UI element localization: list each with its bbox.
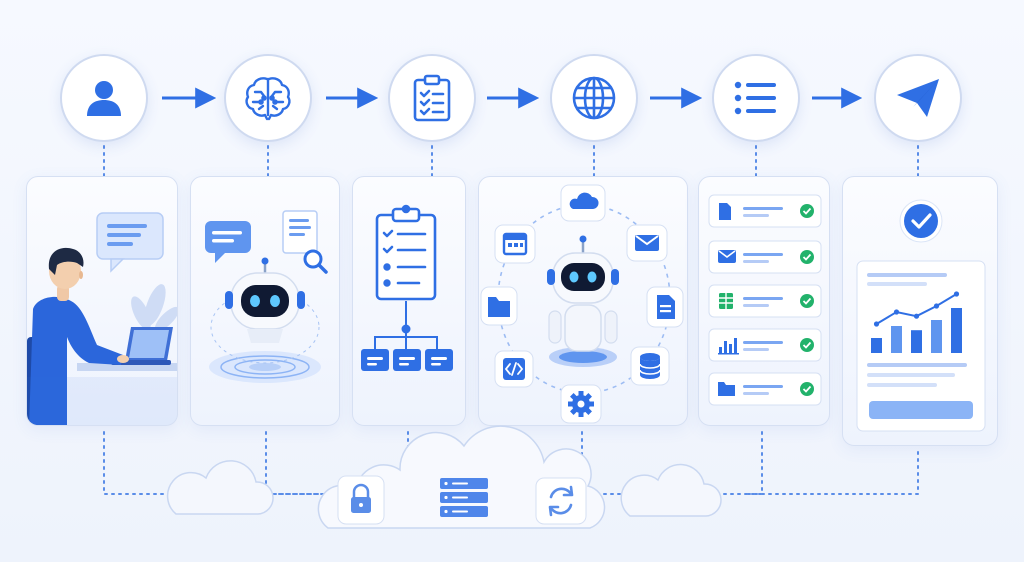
step-circle-web[interactable] xyxy=(550,54,638,142)
paper-plane-icon xyxy=(897,79,939,117)
cloud-icon-right xyxy=(620,463,722,517)
result-item-chart xyxy=(708,328,822,362)
desk xyxy=(77,363,177,371)
clipboard-checklist-icon xyxy=(413,74,451,122)
panel-tools-hub xyxy=(478,176,688,426)
tools-hub-illustration xyxy=(480,184,684,424)
globe-icon xyxy=(572,76,616,120)
plant-decoration xyxy=(131,284,177,332)
folder-icon xyxy=(488,297,510,317)
bottom-dotted-path-right xyxy=(747,451,919,495)
panel-results xyxy=(698,176,830,426)
success-check-icon xyxy=(899,199,943,243)
result-item-document xyxy=(708,194,822,228)
hologram-platform xyxy=(209,290,321,383)
tool-tile-database xyxy=(630,346,670,386)
step-circle-user[interactable] xyxy=(60,54,148,142)
result-item-folder xyxy=(708,372,822,406)
tool-tile-calendar xyxy=(494,224,536,264)
step-circle-deliver[interactable] xyxy=(874,54,962,142)
results-list-illustration xyxy=(708,194,822,406)
robot-icon xyxy=(225,257,305,343)
step-circle-results[interactable] xyxy=(712,54,800,142)
lock-icon xyxy=(337,475,385,525)
tool-tile-code xyxy=(494,350,534,388)
chat-bubble-icon xyxy=(96,212,164,273)
result-item-spreadsheet xyxy=(708,284,822,318)
report-bar xyxy=(911,330,922,353)
document-icon xyxy=(719,203,731,220)
check-icon xyxy=(800,204,814,218)
tool-tile-email xyxy=(626,224,668,262)
cloud-icon xyxy=(569,192,599,209)
cloud-infrastructure xyxy=(166,425,722,529)
report-bar xyxy=(931,320,942,353)
report-trend-points xyxy=(873,291,960,327)
check-icon xyxy=(800,294,814,308)
step-circle-brain[interactable] xyxy=(224,54,312,142)
tool-tile-document xyxy=(646,286,684,328)
report-trend-point xyxy=(873,321,880,327)
report-bar xyxy=(891,326,902,353)
folder-icon xyxy=(718,382,735,396)
floor-shade xyxy=(27,377,177,425)
laptop-icon xyxy=(111,327,173,365)
document-search-icon xyxy=(282,210,328,274)
report-trend-point xyxy=(893,309,900,315)
message-bubble-icon xyxy=(205,221,251,263)
panel-report xyxy=(842,176,998,446)
gear-icon xyxy=(568,391,594,417)
user-at-laptop-illustration xyxy=(27,212,177,425)
bottom-dotted-path-left xyxy=(103,431,176,495)
report-bar xyxy=(871,338,882,353)
robot-analysis-illustration xyxy=(205,210,328,383)
bar-chart-icon xyxy=(718,338,739,355)
workflow-tree xyxy=(374,301,438,349)
tool-tile-gear xyxy=(560,384,602,424)
workflow-node-boxes xyxy=(361,349,453,371)
report-bar xyxy=(951,308,962,353)
panel-ai-analysis xyxy=(190,176,340,426)
panel-user xyxy=(26,176,178,426)
panel-plan xyxy=(352,176,466,426)
report-trend-point xyxy=(913,313,920,319)
user-icon xyxy=(87,81,121,116)
person-figure xyxy=(29,247,129,425)
report-illustration xyxy=(856,199,986,432)
task-plan-illustration xyxy=(361,204,453,371)
check-icon xyxy=(800,338,814,352)
step-circle-plan[interactable] xyxy=(388,54,476,142)
result-item-email xyxy=(708,240,822,274)
list-icon xyxy=(734,81,776,115)
brain-icon xyxy=(245,77,291,121)
tool-tile-cloud xyxy=(560,184,606,222)
check-icon xyxy=(800,250,814,264)
cloud-icon-left xyxy=(166,460,274,515)
tool-tile-folder xyxy=(480,286,518,326)
report-trend-point xyxy=(953,291,960,297)
report-action-bar xyxy=(869,401,973,419)
report-trend-point xyxy=(933,303,940,309)
clipboard-checklist-icon xyxy=(375,204,437,301)
check-icon xyxy=(800,382,814,396)
server-icon xyxy=(440,478,488,517)
report-bar-chart xyxy=(871,308,962,353)
sync-icon xyxy=(535,477,587,525)
robot-icon xyxy=(547,235,619,367)
